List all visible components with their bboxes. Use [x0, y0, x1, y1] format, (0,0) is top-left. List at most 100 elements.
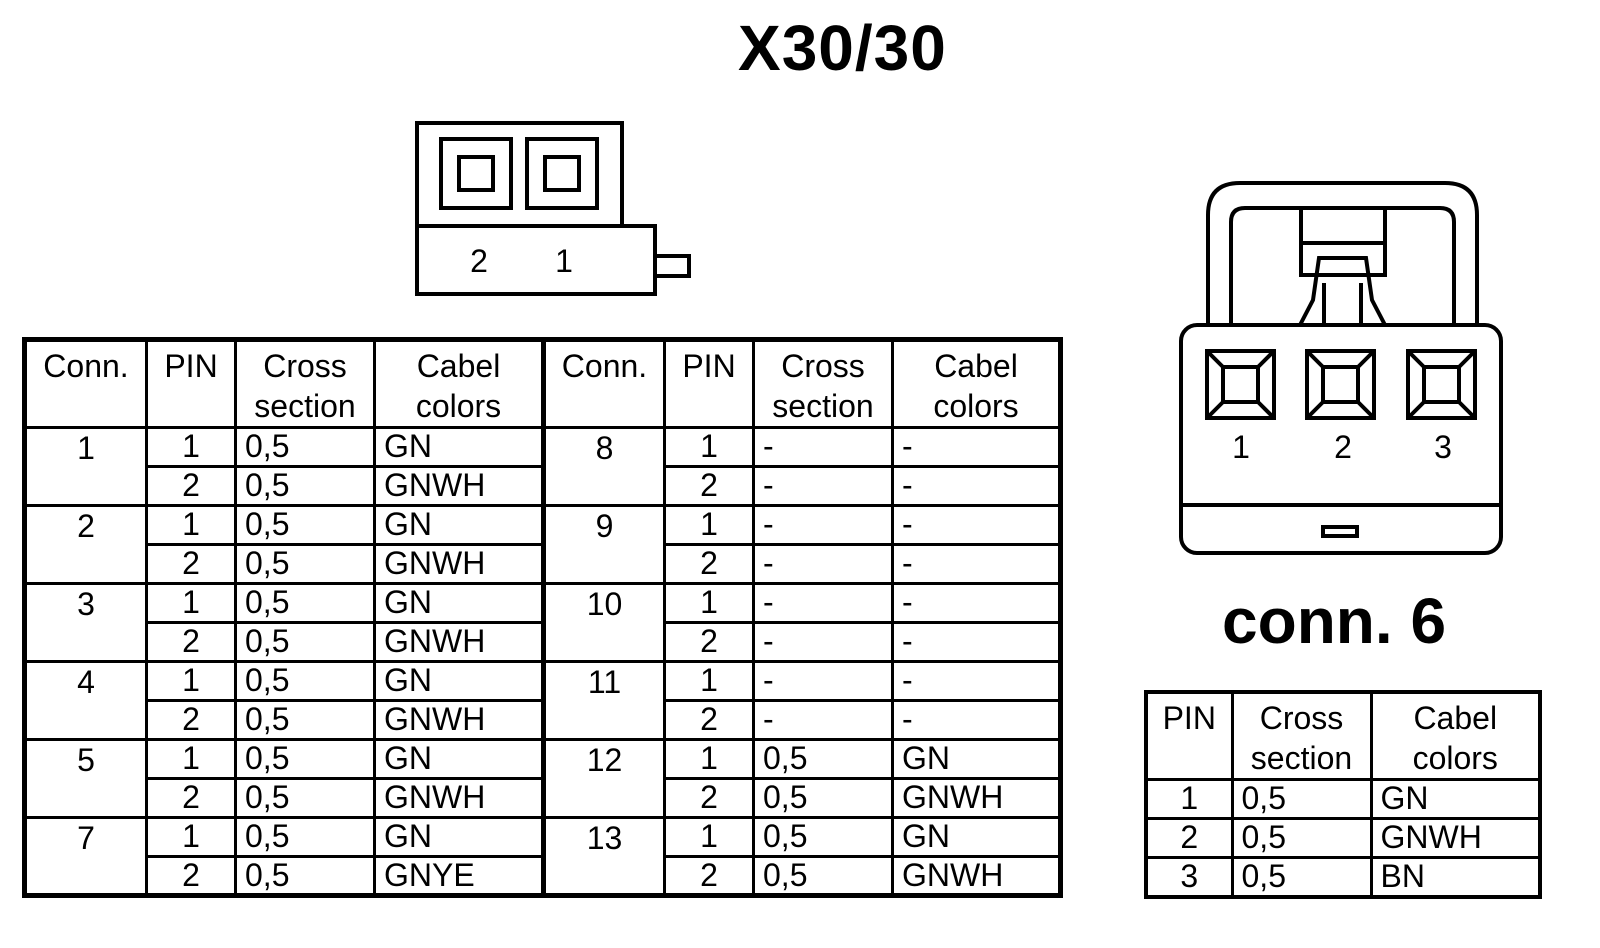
- pin-cell: 2: [145, 465, 237, 507]
- cross-section-cell: 0,5: [234, 465, 376, 507]
- pin-cell: 1: [663, 426, 755, 468]
- diagram-title: X30/30: [738, 12, 947, 84]
- cross-section-cell: 0,5: [234, 738, 376, 780]
- conn6-pin-label: 2: [1334, 429, 1352, 465]
- header-cross-section: Cross section: [752, 338, 894, 429]
- pin-cell: 1: [145, 660, 237, 702]
- cabel-color-cell: GN: [373, 582, 546, 624]
- cross-section-cell: -: [752, 543, 894, 585]
- cabel-color-cell: GNWH: [373, 621, 546, 663]
- cabel-color-cell: GN: [373, 660, 546, 702]
- cabel-color-cell: GNWH: [891, 855, 1062, 897]
- pin-cell: 1: [145, 816, 237, 858]
- cross-section-cell: 0,5: [234, 660, 376, 702]
- cross-section-cell: 0,5: [234, 816, 376, 858]
- pin-cell: 2: [663, 465, 755, 507]
- cabel-color-cell: GN: [1369, 778, 1542, 820]
- cross-section-cell: -: [752, 660, 894, 702]
- pin-cell: 1: [663, 660, 755, 702]
- pin-cell: 2: [663, 855, 755, 897]
- conn-cell: 12: [542, 738, 666, 819]
- header-cabel-colors: Cabel colors: [1369, 690, 1542, 781]
- conn-cell: 2: [23, 504, 148, 585]
- pin-cell: 1: [663, 504, 755, 546]
- conn-cell: 4: [23, 660, 148, 741]
- cross-section-cell: 0,5: [752, 816, 894, 858]
- cabel-color-cell: -: [891, 621, 1062, 663]
- cabel-color-cell: BN: [1369, 856, 1542, 898]
- cabel-color-cell: -: [891, 543, 1062, 585]
- cross-section-cell: -: [752, 621, 894, 663]
- cross-section-cell: -: [752, 426, 894, 468]
- cabel-color-cell: GNYE: [373, 855, 546, 897]
- pin-cell: 2: [663, 621, 755, 663]
- pin-cell: 2: [663, 777, 755, 819]
- header-pin: PIN: [663, 338, 755, 429]
- conn-cell: 13: [542, 816, 666, 897]
- cross-section-cell: 0,5: [234, 699, 376, 741]
- cross-section-cell: 0,5: [1230, 778, 1373, 820]
- conn-cell: 8: [542, 426, 666, 507]
- header-pin: PIN: [145, 338, 237, 429]
- cabel-color-cell: GN: [373, 816, 546, 858]
- cross-section-cell: 0,5: [752, 777, 894, 819]
- conn-cell: 5: [23, 738, 148, 819]
- cross-section-cell: -: [752, 504, 894, 546]
- conn-cell: 7: [23, 816, 148, 897]
- conn-cell: 10: [542, 582, 666, 663]
- cross-section-cell: -: [752, 465, 894, 507]
- cabel-color-cell: GNWH: [1369, 817, 1542, 859]
- pin-cell: 1: [663, 738, 755, 780]
- cross-section-cell: 0,5: [234, 777, 376, 819]
- cross-section-cell: 0,5: [1230, 856, 1373, 898]
- conn6-pin-label: 1: [1232, 429, 1250, 465]
- cross-section-cell: 0,5: [234, 504, 376, 546]
- cabel-color-cell: -: [891, 465, 1062, 507]
- conn-cell: 1: [23, 426, 148, 507]
- conn-cell: 9: [542, 504, 666, 585]
- wiring-table: Conn. PIN Cross section Cabel colors Con…: [22, 337, 1063, 898]
- conn6-pin-label: 3: [1434, 429, 1452, 465]
- cross-section-cell: 0,5: [1230, 817, 1373, 859]
- cabel-color-cell: -: [891, 660, 1062, 702]
- cabel-color-cell: -: [891, 582, 1062, 624]
- conn-cell: 11: [542, 660, 666, 741]
- cabel-color-cell: -: [891, 699, 1062, 741]
- cross-section-cell: 0,5: [234, 582, 376, 624]
- cabel-color-cell: GN: [373, 738, 546, 780]
- pin-cell: 2: [663, 543, 755, 585]
- cabel-color-cell: GNWH: [373, 543, 546, 585]
- cabel-color-cell: -: [891, 504, 1062, 546]
- cross-section-cell: 0,5: [234, 621, 376, 663]
- header-pin: PIN: [1144, 690, 1234, 781]
- cabel-color-cell: GN: [373, 504, 546, 546]
- header-cabel-colors: Cabel colors: [373, 338, 546, 429]
- x30-pin-label: 1: [555, 243, 573, 279]
- pin-cell: 2: [145, 777, 237, 819]
- pin-cell: 1: [145, 426, 237, 468]
- pin-cell: 2: [145, 699, 237, 741]
- pin-cell: 1: [1144, 778, 1234, 820]
- header-cabel-colors: Cabel colors: [891, 338, 1062, 429]
- pin-cell: 1: [663, 816, 755, 858]
- header-conn: Conn.: [23, 338, 148, 429]
- conn6-connector-drawing: [1179, 181, 1503, 555]
- cabel-color-cell: GN: [891, 738, 1062, 780]
- cabel-color-cell: GNWH: [891, 777, 1062, 819]
- cabel-color-cell: GNWH: [373, 699, 546, 741]
- x30-connector-drawing: [415, 121, 691, 296]
